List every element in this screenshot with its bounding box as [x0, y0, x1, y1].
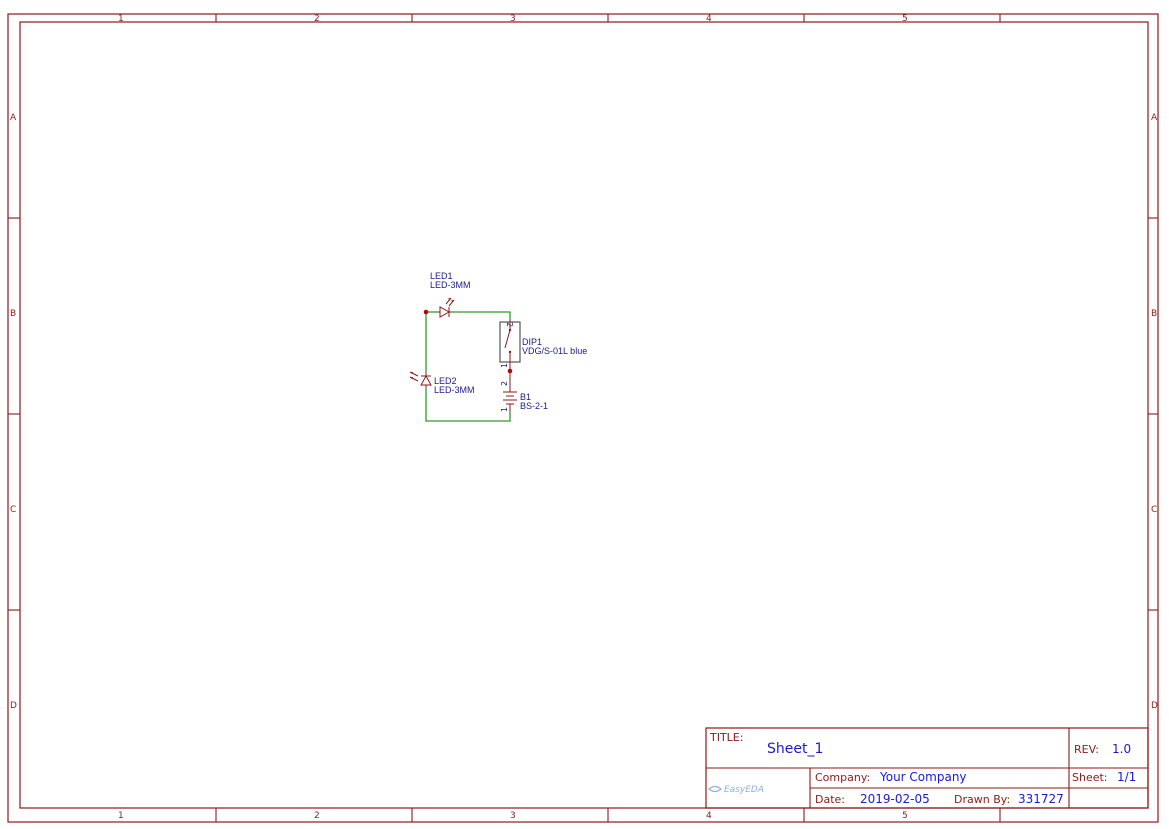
dip1-reference: DIP1 — [522, 337, 542, 347]
row-dividers — [8, 217, 1158, 611]
column-label-bottom: 3 — [510, 811, 516, 821]
inner-frame — [19, 21, 1149, 809]
drawn-by-label: Drawn By: — [954, 793, 1010, 806]
b1-pin-number: 2 — [500, 381, 509, 386]
row-label-left: A — [10, 113, 17, 123]
led2-symbol[interactable] — [409, 371, 432, 388]
sheet-number-label: Sheet: — [1072, 771, 1108, 784]
row-label-right: A — [1151, 113, 1158, 123]
row-label-left: C — [10, 505, 16, 515]
led2-value: LED-3MM — [434, 385, 475, 395]
dip1-pin-number: 2 — [505, 322, 514, 327]
easyeda-logo: EasyEDA — [708, 785, 764, 795]
column-label-bottom: 1 — [118, 811, 124, 821]
outer-frame — [7, 13, 1159, 823]
dip1-pin-number: 1 — [500, 363, 509, 368]
junction-dot — [423, 309, 429, 315]
led1-value: LED-3MM — [430, 280, 471, 290]
row-label-right: C — [1151, 505, 1157, 515]
title-label: TITLE: — [709, 731, 743, 744]
b1-value: BS-2-1 — [520, 401, 548, 411]
row-label-right: B — [1151, 309, 1157, 319]
column-label-top: 2 — [314, 14, 320, 24]
column-label-bottom: 4 — [706, 811, 712, 821]
led2-reference: LED2 — [434, 376, 457, 386]
sheet-title: Sheet_1 — [767, 741, 823, 757]
column-dividers — [215, 14, 1001, 822]
b1-pin-number: 1 — [500, 407, 509, 412]
row-label-left: B — [10, 309, 16, 319]
date-value: 2019-02-05 — [860, 792, 930, 806]
led1-symbol[interactable] — [438, 297, 455, 318]
wire — [425, 388, 511, 422]
title-block — [705, 727, 1149, 809]
led1-reference: LED1 — [430, 271, 453, 281]
dip1-switch-symbol[interactable] — [499, 320, 521, 371]
column-label-bottom: 2 — [314, 811, 320, 821]
column-label-top: 1 — [118, 14, 124, 24]
dip1-value: VDG/S-01L blue — [522, 346, 587, 356]
company-label: Company: — [815, 771, 870, 784]
rev-label: REV: — [1074, 743, 1099, 756]
date-label: Date: — [815, 793, 845, 806]
column-label-top: 3 — [510, 14, 516, 24]
row-label-left: D — [10, 701, 17, 711]
b1-reference: B1 — [520, 392, 531, 402]
drawn-by-value: 331727 — [1018, 792, 1064, 806]
sheet-number-value: 1/1 — [1117, 770, 1136, 784]
column-label-top: 5 — [902, 14, 908, 24]
logo-text: EasyEDA — [724, 785, 764, 795]
wire — [452, 311, 511, 320]
row-label-right: D — [1151, 701, 1158, 711]
company-value: Your Company — [879, 770, 967, 784]
column-label-top: 4 — [706, 14, 712, 24]
column-label-bottom: 5 — [902, 811, 908, 821]
circuit: LED1 LED-3MM LED2 LED-3MM 2 1 DIP1 VDG/S… — [409, 271, 587, 422]
b1-battery-symbol[interactable] — [503, 371, 517, 412]
rev-value: 1.0 — [1112, 742, 1131, 756]
